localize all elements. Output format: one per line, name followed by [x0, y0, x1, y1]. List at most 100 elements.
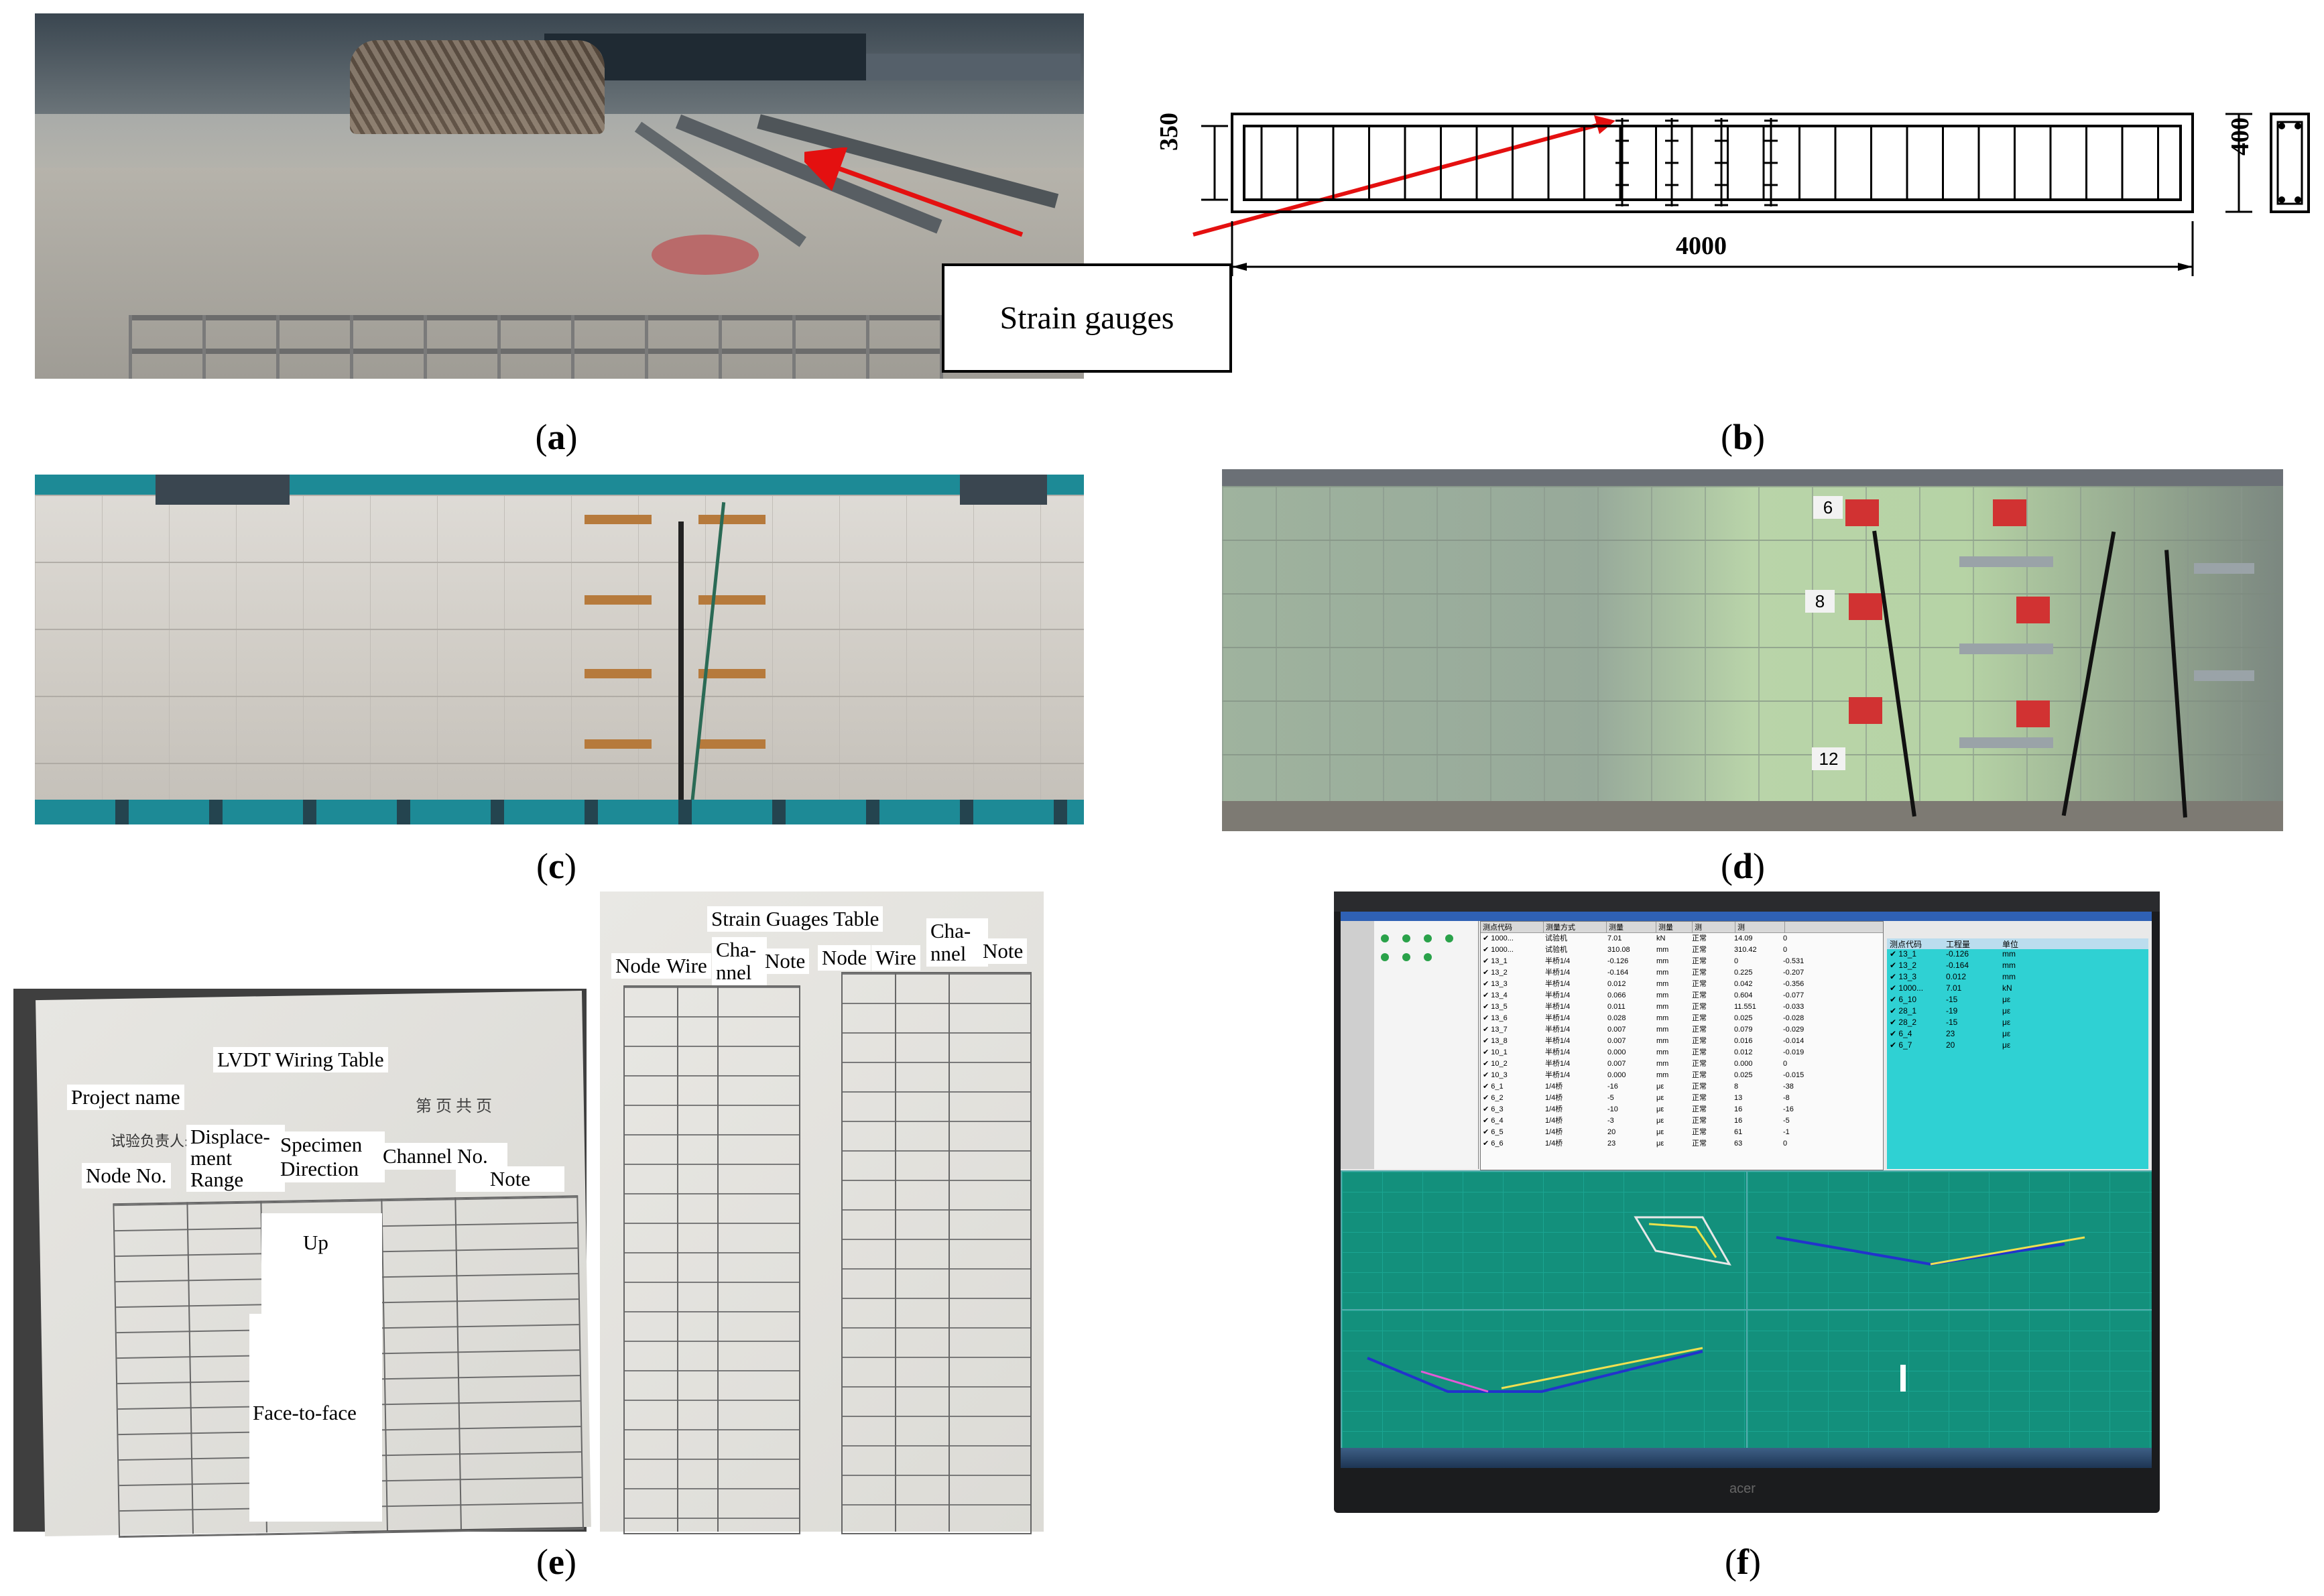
table-cell: με — [1656, 1094, 1664, 1102]
selected-point-cell: ✔ 6_7 — [1890, 1040, 1912, 1050]
table-cell: 8 — [1734, 1083, 1739, 1091]
selected-point-cell: mm — [2002, 949, 2016, 959]
s-col-note: Note — [761, 948, 810, 974]
dim-350: 350 — [1155, 113, 1183, 151]
table-cell: 正常 — [1692, 1094, 1707, 1102]
table-header-cell[interactable]: 测量 — [1656, 922, 1693, 932]
table-cell: ✔ 6_6 — [1483, 1140, 1504, 1148]
selected-point-cell: με — [2002, 995, 2011, 1004]
table-cell: 0.604 — [1734, 991, 1753, 999]
table-row[interactable]: ✔ 6_1 1/4桥 -16 με 正常 8 -38 — [1481, 1081, 1883, 1093]
s-col-channel: Cha-nnel — [712, 937, 767, 985]
caption-b: (b) — [1720, 417, 1765, 457]
table-cell: -0.207 — [1783, 969, 1805, 977]
table-cell: mm — [1656, 1060, 1669, 1068]
table-cell: 半桥1/4 — [1545, 1048, 1571, 1056]
table-cell: 正常 — [1692, 1083, 1707, 1091]
table-cell: ✔ 6_5 — [1483, 1128, 1504, 1136]
table-cell: -8 — [1783, 1094, 1790, 1102]
selected-point-cell: kN — [2002, 983, 2012, 993]
table-cell: ✔ 6_4 — [1483, 1117, 1504, 1125]
table-cell: 1/4桥 — [1545, 1140, 1563, 1148]
table-header-cell[interactable]: 测 — [1735, 922, 1785, 932]
table-cell: ✔ 13_7 — [1483, 1026, 1508, 1034]
table-cell: mm — [1656, 946, 1669, 954]
table-cell: mm — [1656, 980, 1669, 988]
selected-point-cell: με — [2002, 1040, 2011, 1050]
selected-point-cell: mm — [2002, 972, 2016, 981]
table-cell: με — [1656, 1083, 1664, 1091]
table-cell: 1/4桥 — [1545, 1083, 1563, 1091]
table-header-cell[interactable]: 测量 — [1607, 922, 1656, 932]
table-cell: 0.012 — [1734, 1048, 1753, 1056]
table-cell: 正常 — [1692, 969, 1707, 977]
table-cell: 0.028 — [1607, 1014, 1626, 1022]
table-cell: 310.08 — [1607, 946, 1630, 954]
table-cell: 7.01 — [1607, 934, 1622, 942]
table-cell: 正常 — [1692, 957, 1707, 965]
beam-diagram-b — [1192, 113, 2310, 276]
table-cell: 310.42 — [1734, 946, 1757, 954]
dim-4000: 4000 — [1676, 232, 1727, 260]
table-cell: 20 — [1607, 1128, 1616, 1136]
table-cell: ✔ 13_5 — [1483, 1003, 1508, 1011]
table-cell: 半桥1/4 — [1545, 1003, 1571, 1011]
lvdt-table-title: LVDT Wiring Table — [213, 1047, 388, 1072]
table-cell: 半桥1/4 — [1545, 957, 1571, 965]
table-cell: 试验机 — [1545, 946, 1567, 954]
table-header-cell[interactable]: 测量方式 — [1544, 922, 1607, 932]
s-col-wire: Wire — [662, 953, 711, 979]
table-cell: kN — [1656, 934, 1666, 942]
selected-point-cell: με — [2002, 1018, 2011, 1027]
table-cell: 正常 — [1692, 1071, 1707, 1079]
table-cell: mm — [1656, 1003, 1669, 1011]
table-cell: 16 — [1734, 1105, 1743, 1113]
table-header-cell[interactable]: 测 — [1693, 922, 1735, 932]
selected-point-cell: ✔ 13_1 — [1890, 949, 1917, 959]
selected-point-cell: 7.01 — [1946, 983, 1962, 993]
table-cell: 0 — [1783, 1140, 1788, 1148]
caption-e: (e) — [536, 1542, 576, 1582]
s-col-node-2: Node — [818, 945, 871, 971]
selected-point-cell: με — [2002, 1006, 2011, 1016]
table-header-cell[interactable]: 测点代码 — [1481, 922, 1544, 932]
direction-face-to-face: Face-to-face — [253, 1401, 357, 1424]
s-col-wire-2: Wire — [871, 945, 920, 971]
table-cell: -38 — [1783, 1083, 1794, 1091]
table-cell: 正常 — [1692, 1026, 1707, 1034]
lvdt-tag-12: 12 — [1812, 747, 1845, 770]
table-cell: -16 — [1607, 1083, 1618, 1091]
strain-table-title: Strain Guages Table — [707, 906, 883, 932]
table-cell: 0.225 — [1734, 969, 1753, 977]
table-cell: ✔ 6_1 — [1483, 1083, 1504, 1091]
table-cell: ✔ 6_2 — [1483, 1094, 1504, 1102]
table-cell: 半桥1/4 — [1545, 1026, 1571, 1034]
